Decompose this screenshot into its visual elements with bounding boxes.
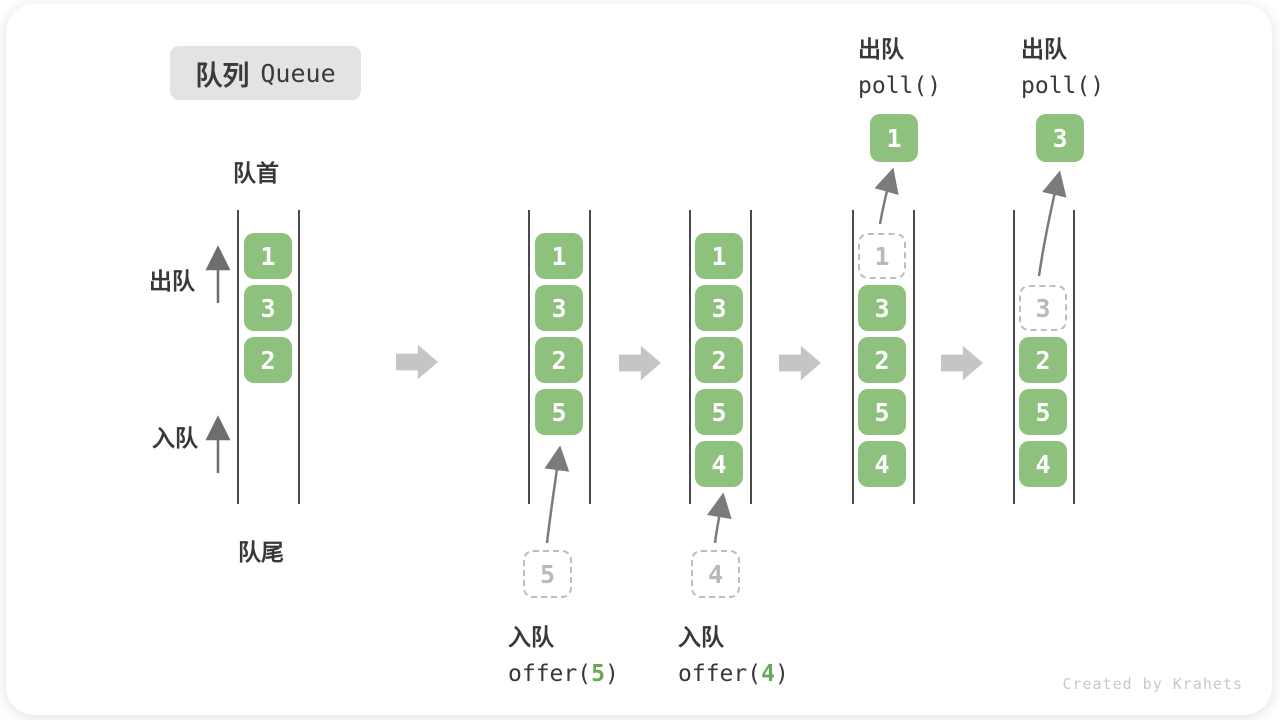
queue-wall-right xyxy=(1073,210,1075,504)
label-dequeue-side: 出队 xyxy=(149,268,195,294)
queue-wall-left xyxy=(1013,210,1015,504)
queue-item: 3 xyxy=(858,285,906,331)
dequeue-annotation: 出队 poll() xyxy=(858,30,941,99)
dequeued-placeholder: 1 xyxy=(858,233,906,279)
queue-wall-right xyxy=(589,210,591,504)
queue-wall-left xyxy=(689,210,691,504)
title-zh: 队列 xyxy=(195,60,250,91)
queue-item: 1 xyxy=(244,233,292,279)
label-enqueue-side: 入队 xyxy=(152,425,198,451)
enqueue-code: offer(5) xyxy=(508,661,619,687)
enqueue-annotation: 入队 offer(5) xyxy=(508,618,619,687)
queue-item: 5 xyxy=(535,389,583,435)
dequeue-annotation: 出队 poll() xyxy=(1021,30,1104,99)
queue-item: 2 xyxy=(535,337,583,383)
outgoing-item: 3 xyxy=(1036,114,1084,162)
queue-item: 4 xyxy=(1019,441,1067,487)
queue-wall-left xyxy=(528,210,530,504)
queue-item: 5 xyxy=(858,389,906,435)
queue-wall-right xyxy=(750,210,752,504)
dequeue-code: poll() xyxy=(858,73,942,99)
dequeue-label: 出队 xyxy=(858,36,904,62)
enqueue-label: 入队 xyxy=(508,624,554,650)
queue-item: 2 xyxy=(244,337,292,383)
enqueue-annotation: 入队 offer(4) xyxy=(678,618,789,687)
incoming-item: 5 xyxy=(523,550,572,598)
queue-item: 5 xyxy=(695,389,743,435)
enqueue-label: 入队 xyxy=(678,624,724,650)
dequeue-code: poll() xyxy=(1021,73,1105,99)
queue-item: 2 xyxy=(1019,337,1067,383)
queue-item: 3 xyxy=(535,285,583,331)
queue-wall-left xyxy=(237,210,239,504)
watermark: Created by Krahets xyxy=(1062,675,1243,693)
dequeue-label: 出队 xyxy=(1021,36,1067,62)
queue-item: 2 xyxy=(858,337,906,383)
queue-item: 2 xyxy=(695,337,743,383)
queue-item: 3 xyxy=(244,285,292,331)
queue-wall-right xyxy=(298,210,300,504)
title-en: Queue xyxy=(260,58,336,88)
incoming-item: 4 xyxy=(691,550,740,598)
outgoing-item: 1 xyxy=(870,114,918,162)
title-badge: 队列 Queue xyxy=(170,46,361,100)
queue-item: 1 xyxy=(695,233,743,279)
queue-item: 4 xyxy=(858,441,906,487)
queue-item: 1 xyxy=(535,233,583,279)
queue-wall-right xyxy=(913,210,915,504)
queue-item: 4 xyxy=(695,441,743,487)
queue-item: 3 xyxy=(695,285,743,331)
queue-item: 5 xyxy=(1019,389,1067,435)
label-queue-rear: 队尾 xyxy=(238,539,284,565)
enqueue-code: offer(4) xyxy=(678,661,789,687)
dequeued-placeholder: 3 xyxy=(1019,285,1067,331)
queue-wall-left xyxy=(852,210,854,504)
label-queue-front: 队首 xyxy=(233,160,279,186)
